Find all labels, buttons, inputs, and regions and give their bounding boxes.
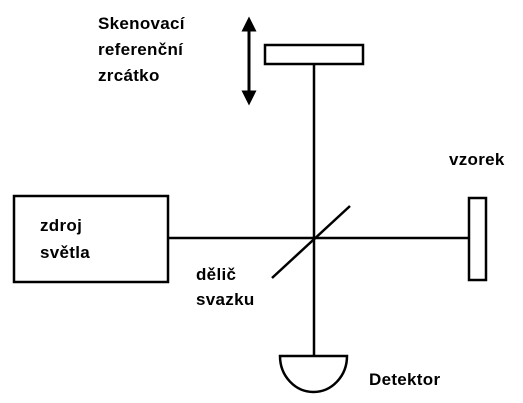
sample-plate bbox=[467, 196, 488, 282]
reference-mirror bbox=[263, 43, 365, 66]
sample-label: vzorek bbox=[449, 150, 505, 169]
light-source-box bbox=[12, 194, 170, 284]
detector-icon bbox=[278, 354, 349, 394]
detector-label: Detektor bbox=[369, 370, 441, 389]
beam-splitter bbox=[271, 205, 351, 279]
light-source-label: zdroj světla bbox=[40, 216, 91, 262]
beam-splitter-label: dělič svazku bbox=[196, 265, 255, 309]
reference-mirror-label: Skenovací referenční zrcátko bbox=[98, 14, 185, 85]
